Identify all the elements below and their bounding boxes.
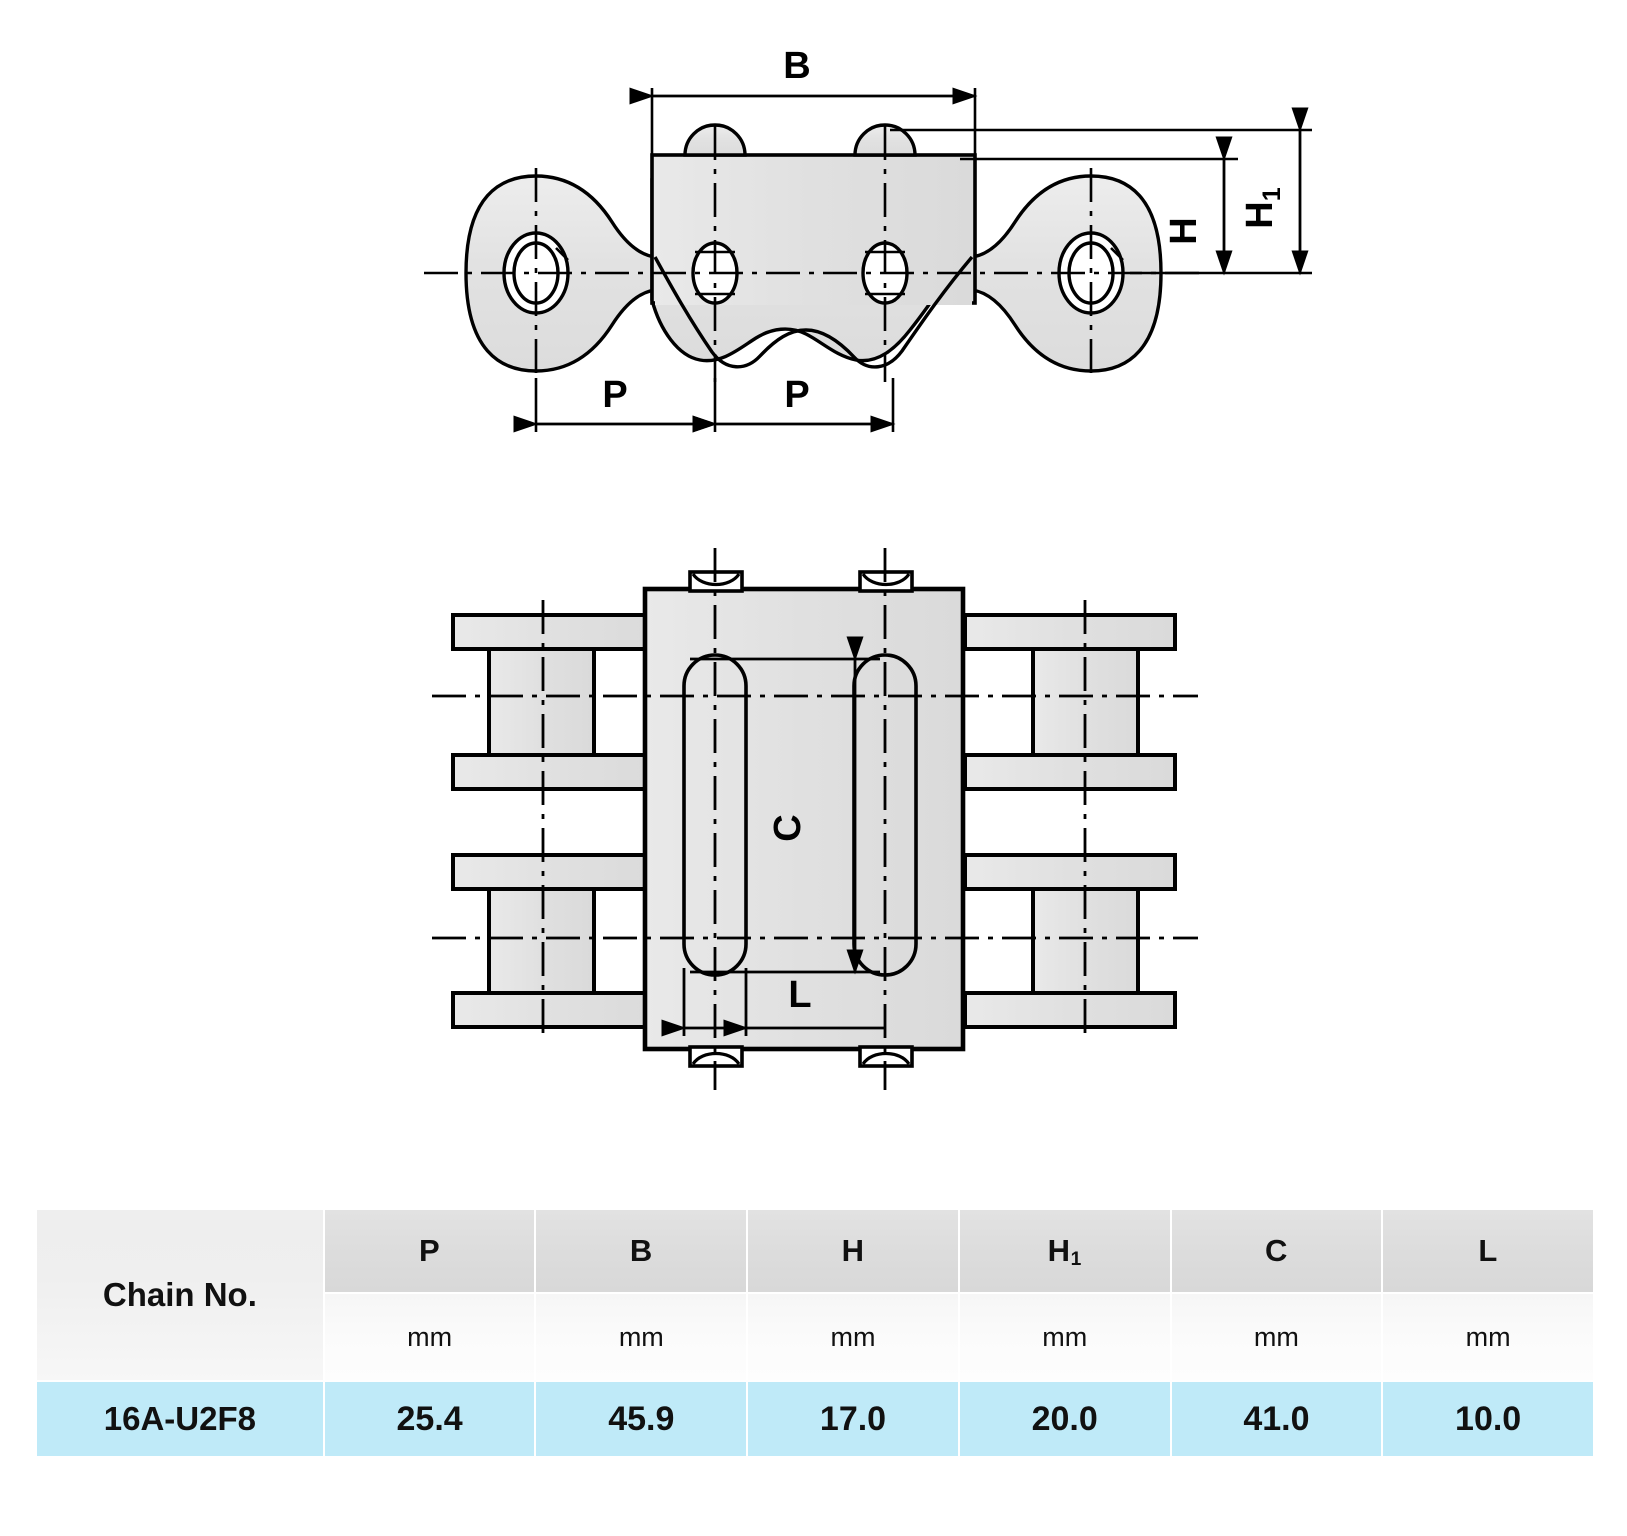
table-header-symbol-row: Chain No. P B H H1 C L (37, 1210, 1593, 1380)
left-bushing-block-top (487, 647, 596, 757)
right-outer-plate-bot1 (963, 853, 1177, 891)
header-symbol-H1: H1 (959, 1210, 1170, 1292)
side-elevation-view: B H H1 (424, 45, 1312, 433)
left-outer-plate-bot1 (451, 853, 665, 891)
dimension-H-H1: H H1 (890, 107, 1312, 276)
left-chain-plates (451, 613, 665, 1029)
right-outer-plate-bot2 (963, 991, 1177, 1029)
header-unit-H1: mm (959, 1294, 1170, 1380)
dim-label-B: B (783, 45, 810, 87)
svg-text:H1: H1 (1239, 187, 1286, 228)
dim-label-P-right: P (784, 374, 809, 416)
cell-B: 45.9 (536, 1382, 747, 1456)
centre-lines-elevation (424, 126, 1205, 382)
dim-label-C: C (767, 814, 809, 841)
table-row: 16A-U2F8 25.4 45.9 17.0 20.0 41.0 10.0 (37, 1382, 1593, 1456)
dim-label-H1-sub: 1 (1258, 187, 1286, 201)
center-belly-contour (653, 255, 974, 369)
header-unit-B: mm (536, 1294, 747, 1380)
dim-label-H: H (1163, 217, 1205, 244)
chain-link-body (464, 123, 1163, 373)
left-outer-plate-bot2 (451, 991, 665, 1029)
specification-table-wrapper: Chain No. P B H H1 C L mm mm mm mm mm mm… (35, 1208, 1595, 1458)
table-header-unit-row: mm mm mm mm mm mm (37, 1294, 1593, 1380)
cell-H1: 20.0 (959, 1382, 1170, 1456)
left-outer-plate-top1 (451, 613, 665, 651)
header-symbol-H: H (748, 1210, 958, 1292)
pin-head-bottom-left-chamfer (691, 1051, 741, 1066)
right-outer-plate-top2 (963, 753, 1177, 791)
cell-C: 41.0 (1171, 1382, 1382, 1456)
right-chain-plates (963, 613, 1177, 1029)
cell-H: 17.0 (748, 1382, 958, 1456)
dim-label-P-left: P (602, 374, 627, 416)
dimension-C: C (690, 636, 880, 975)
dimension-P-group: P P (513, 374, 896, 433)
centre-lines-plan (432, 548, 1198, 1090)
header-unit-L: mm (1383, 1294, 1593, 1380)
header-symbol-H1-base: H (1047, 1233, 1071, 1268)
right-outer-plate-top1 (963, 613, 1177, 651)
left-bushing-block-bottom (487, 887, 596, 995)
header-symbol-C: C (1171, 1210, 1382, 1292)
technical-drawing-area: B H H1 (424, 45, 1312, 1090)
pin-head-top-left-chamfer (691, 572, 741, 587)
header-unit-H: mm (748, 1294, 958, 1380)
header-unit-C: mm (1171, 1294, 1382, 1380)
header-symbol-B: B (536, 1210, 747, 1292)
header-symbol-P: P (324, 1210, 535, 1292)
header-chain-no: Chain No. (37, 1210, 323, 1380)
header-symbol-H1-sub: 1 (1070, 1249, 1082, 1270)
pin-head-top-right-chamfer (861, 572, 911, 587)
dimension-L: L (661, 968, 884, 1037)
cell-chain-no: 16A-U2F8 (37, 1382, 323, 1456)
cell-P: 25.4 (324, 1382, 535, 1456)
header-unit-P: mm (324, 1294, 535, 1380)
plan-top-view: C L (432, 548, 1198, 1090)
dimension-B: B (629, 45, 978, 160)
specification-table: Chain No. P B H H1 C L mm mm mm mm mm mm… (35, 1208, 1595, 1458)
header-symbol-L: L (1383, 1210, 1593, 1292)
pin-head-bottom-right-chamfer (861, 1051, 911, 1066)
left-outer-plate-top2 (451, 753, 665, 791)
cell-L: 10.0 (1383, 1382, 1593, 1456)
dim-label-L: L (788, 974, 811, 1016)
dim-label-H1-base: H (1239, 201, 1281, 228)
